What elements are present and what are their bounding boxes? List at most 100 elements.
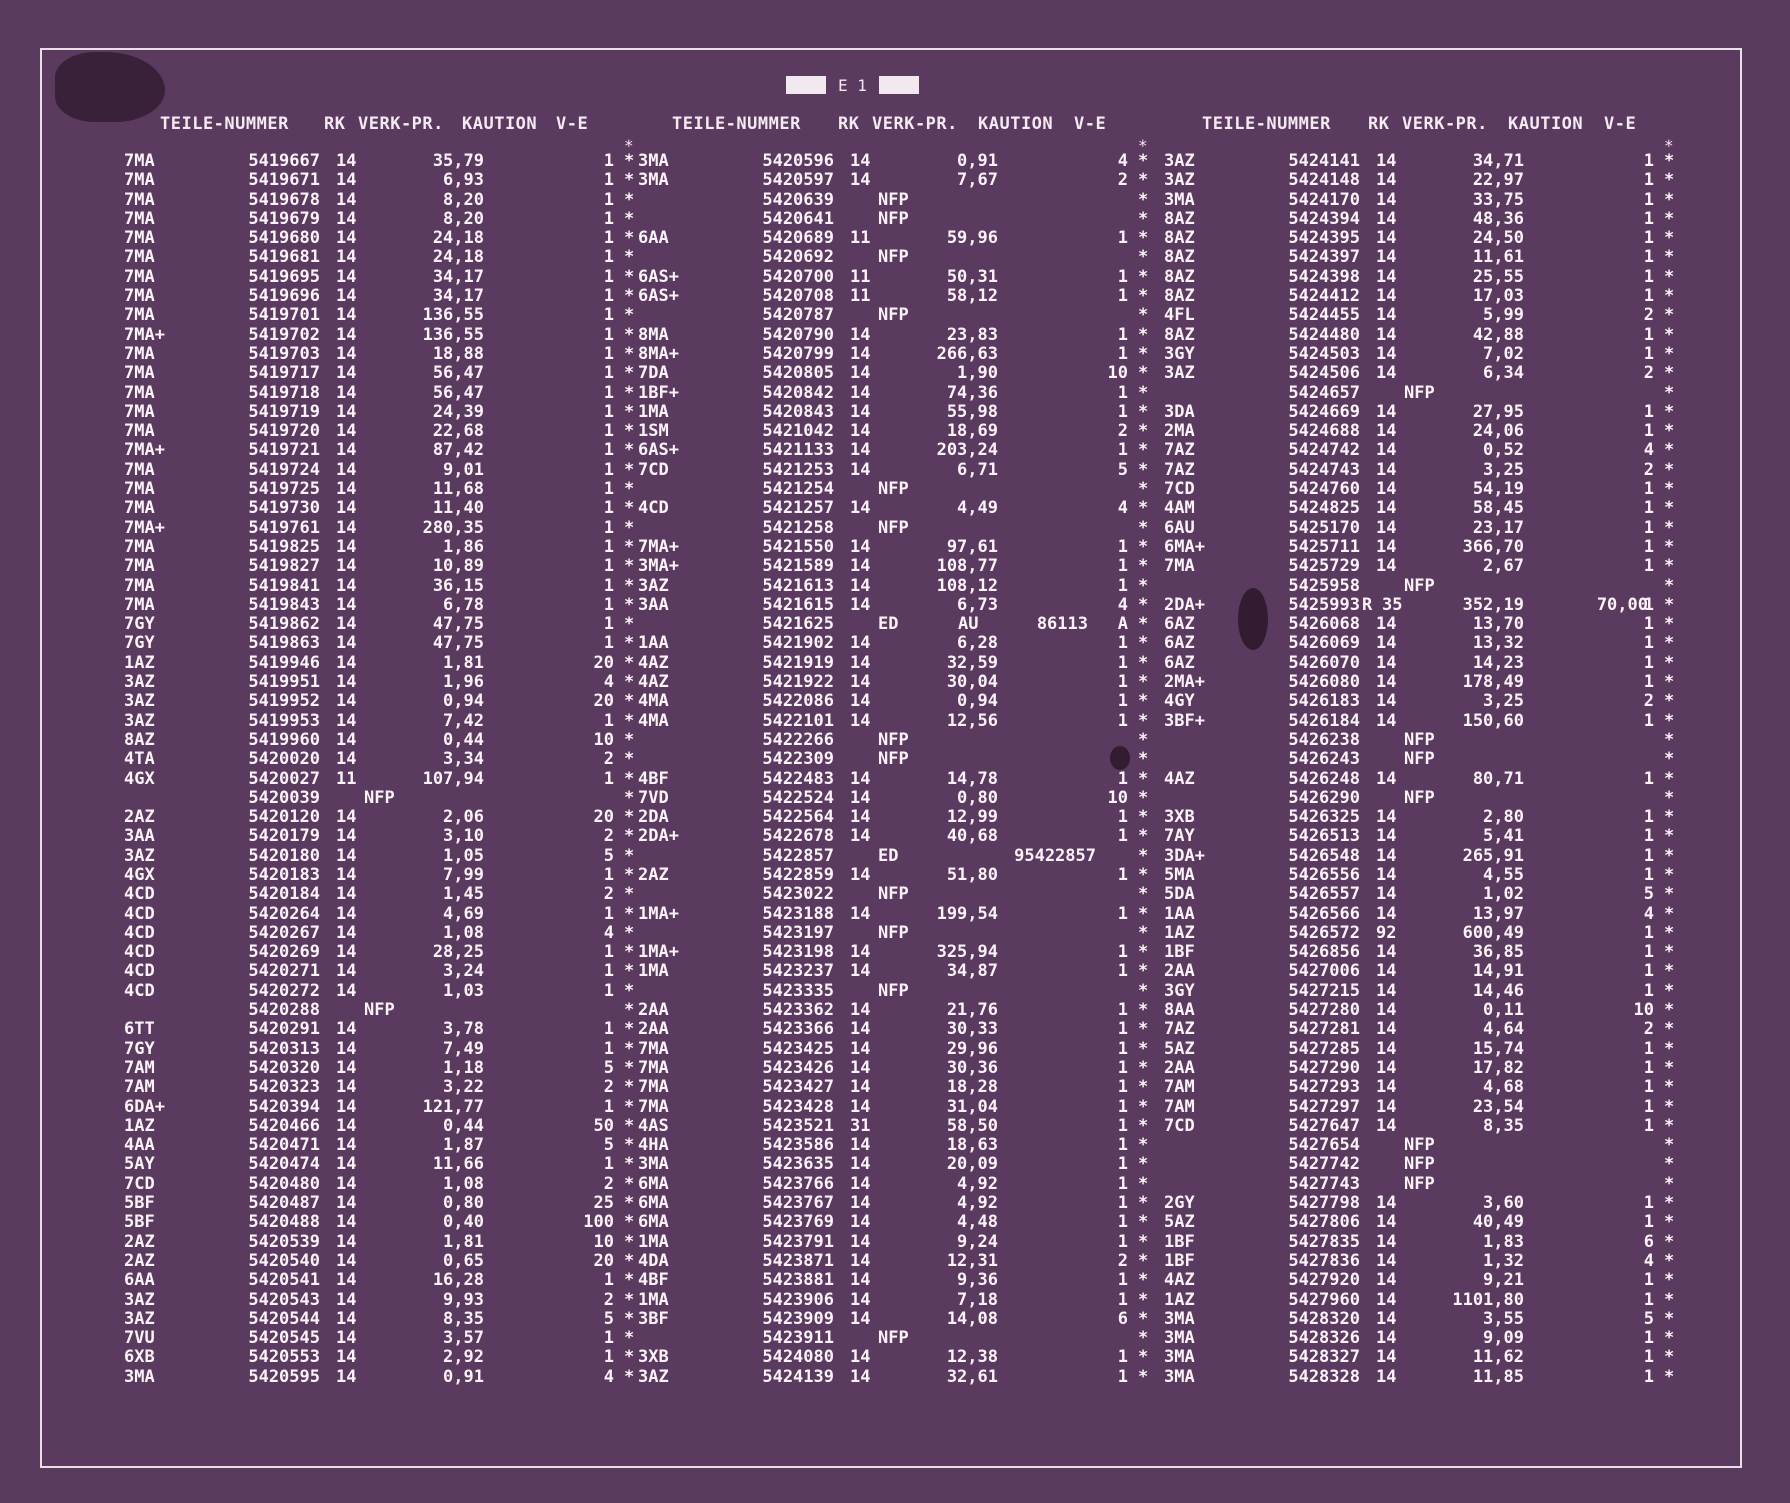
status-code: ED (878, 845, 899, 866)
row-marker-star: * (1138, 691, 1149, 712)
row-marker-star: * (624, 305, 635, 326)
part-number: 5420708 (762, 286, 834, 307)
price: 280,35 (422, 517, 484, 538)
rk-code: 11 (850, 266, 871, 287)
price: 27,95 (1472, 401, 1524, 422)
part-number: 5426248 (1288, 768, 1360, 789)
row-marker-star: * (624, 1289, 635, 1310)
group-code: 8MA+ (638, 343, 679, 364)
price: 352,19 (1462, 594, 1524, 615)
part-number: 5424657 (1288, 382, 1360, 403)
rk-code: 14 (850, 421, 871, 442)
part-number: 5426325 (1288, 807, 1360, 828)
group-code: 3MA (1164, 1347, 1195, 1368)
rk-code: 14 (1376, 363, 1397, 384)
ve-quantity: 1 (1643, 1212, 1654, 1233)
rk-code: 14 (1376, 942, 1397, 963)
price: 25,55 (1472, 266, 1524, 287)
row-marker-star: * (1138, 208, 1149, 229)
rk-code: 14 (336, 286, 357, 307)
price: 7,49 (443, 1038, 484, 1059)
row-marker-star: * (624, 1019, 635, 1040)
ve-quantity: 1 (1643, 189, 1654, 210)
part-number: 5420320 (248, 1057, 320, 1078)
group-code: 2AZ (124, 1231, 155, 1252)
group-code: 2AA (638, 1019, 669, 1040)
part-number: 5424743 (1288, 459, 1360, 480)
rk-code: 14 (1376, 980, 1397, 1001)
row-marker-star: * (624, 1270, 635, 1291)
ve-quantity: 1 (603, 266, 614, 287)
price: 24,39 (432, 401, 484, 422)
part-number: 5423237 (762, 961, 834, 982)
group-code: 4AZ (1164, 1270, 1195, 1291)
price: 13,97 (1472, 903, 1524, 924)
part-number: 5421258 (762, 517, 834, 538)
ve-quantity: 1 (1117, 961, 1128, 982)
ve-quantity: 1 (603, 459, 614, 480)
rk-code: 14 (336, 1115, 357, 1136)
price: 6,78 (443, 594, 484, 615)
price: 600,49 (1462, 922, 1524, 943)
group-code: 2MA+ (1164, 672, 1205, 693)
group-code: 1AZ (1164, 922, 1195, 943)
rk-code: 14 (850, 1135, 871, 1156)
row-marker-star: * (1138, 151, 1149, 171)
price: 32,59 (946, 652, 998, 673)
rk-code: 14 (850, 672, 871, 693)
price: 58,50 (946, 1115, 998, 1136)
price: 55,98 (946, 401, 998, 422)
kaution: 70,00 (1596, 594, 1648, 615)
row-marker-star: * (1138, 1019, 1149, 1040)
rk-code: 14 (1376, 614, 1397, 635)
row-marker-star: * (624, 286, 635, 307)
ve-quantity: 2 (1643, 691, 1654, 712)
group-code: 1AZ (124, 652, 155, 673)
ve-quantity: 1 (1643, 1077, 1654, 1098)
rk-code: 14 (1376, 401, 1397, 422)
price: 12,56 (946, 710, 998, 731)
rk-code: 14 (1376, 1212, 1397, 1233)
row-marker-star: * (624, 440, 635, 461)
rk-code: 14 (336, 1154, 357, 1175)
price: 17,82 (1472, 1057, 1524, 1078)
part-number: 5427281 (1288, 1019, 1360, 1040)
price: 9,21 (1483, 1270, 1524, 1291)
rk-code: 14 (850, 363, 871, 384)
row-marker-star: * (1664, 691, 1675, 712)
row-marker-star: * (1138, 594, 1149, 615)
group-code: 2DA+ (638, 826, 679, 847)
rk-code: 14 (1376, 305, 1397, 326)
part-number: 5422678 (762, 826, 834, 847)
ve-quantity: 1 (1643, 633, 1654, 654)
part-number: 5419724 (248, 459, 320, 480)
ve-quantity: 1 (1643, 768, 1654, 789)
rk-code: 14 (1376, 672, 1397, 693)
rk-code: 14 (336, 1308, 357, 1329)
row-marker-star: * (1664, 633, 1675, 654)
part-number: 5427742 (1288, 1154, 1360, 1175)
ve-quantity: 1 (603, 942, 614, 963)
part-number: 5423769 (762, 1212, 834, 1233)
row-marker-star: * (1664, 672, 1675, 693)
rk-code: 14 (336, 208, 357, 229)
group-code: 7MA (124, 594, 155, 615)
group-code: 8AZ (1164, 324, 1195, 345)
group-code: 3GY (1164, 343, 1195, 364)
price: 4,49 (957, 498, 998, 519)
price: 14,91 (1472, 961, 1524, 982)
ve-quantity: 5 (603, 845, 614, 866)
part-number: 5419702 (248, 324, 320, 345)
ve-quantity: 2 (603, 826, 614, 847)
price: 11,66 (432, 1154, 484, 1175)
part-number: 5424397 (1288, 247, 1360, 268)
ve-quantity: 1 (1117, 1193, 1128, 1214)
price: 1,87 (443, 1135, 484, 1156)
group-code: 4AZ (638, 672, 669, 693)
price: 34,17 (432, 286, 484, 307)
row-marker-star: * (624, 170, 635, 191)
ve-quantity: 4 (1117, 498, 1128, 519)
group-code: 7MA+ (124, 517, 165, 538)
group-code: 6MA (638, 1173, 669, 1194)
status-code: NFP (1404, 1173, 1435, 1194)
